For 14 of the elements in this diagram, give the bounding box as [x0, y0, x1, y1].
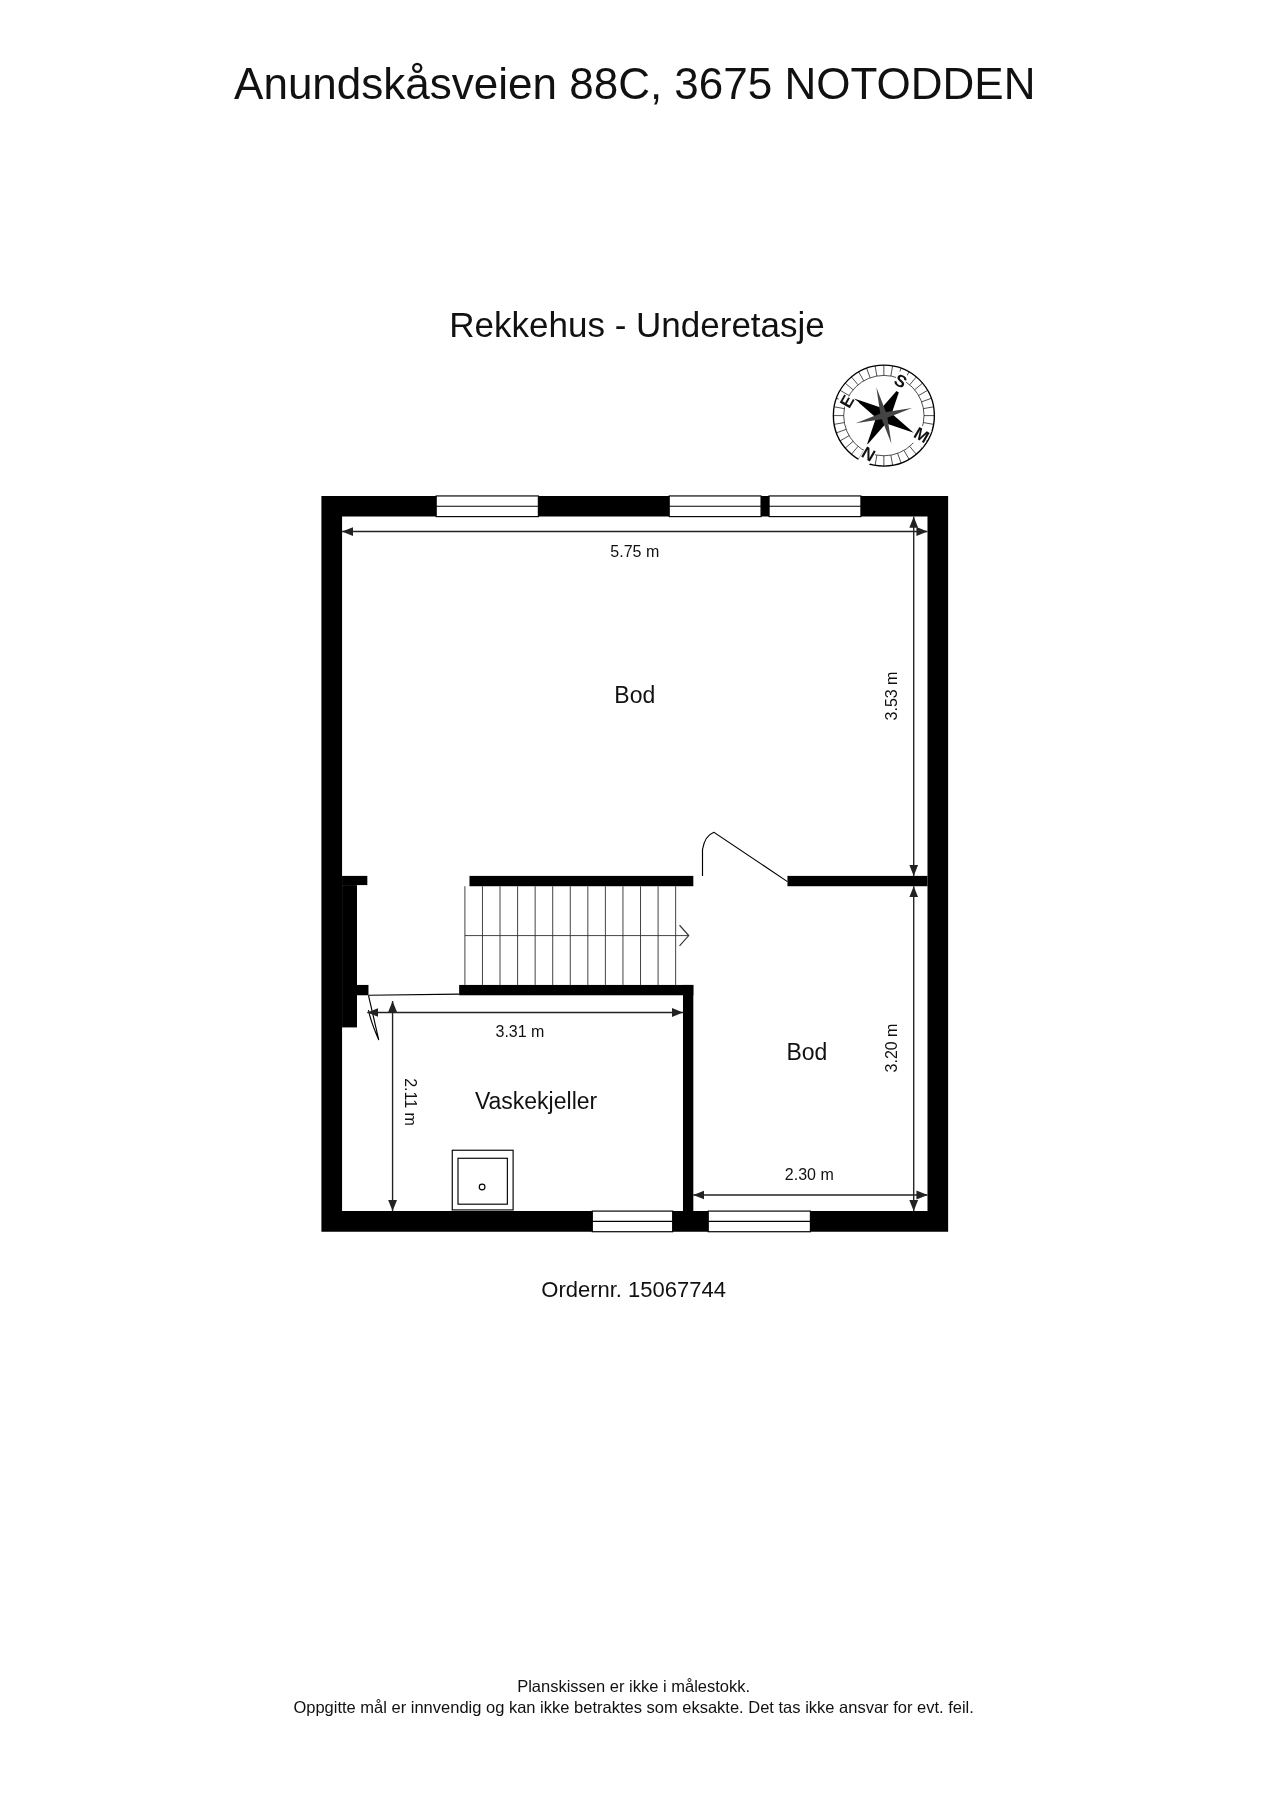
- dimension-label: 3.31 m: [495, 1023, 545, 1041]
- dimension-label: 3.53 m: [883, 671, 901, 721]
- plan-subtitle: Rekkehus - Underetasje: [449, 305, 825, 345]
- dimension-label: 5.75 m: [610, 543, 660, 561]
- room-label: Vaskekjeller: [474, 1089, 598, 1115]
- disclaimer-text: Oppgitte mål er innvendig og kan ikke betraktes som eksakte. Det tas ikke ansvar for evt. feil.: [293, 1697, 974, 1716]
- room-label: Bod: [786, 1039, 828, 1066]
- dimension-label: 3.20 m: [883, 1023, 901, 1073]
- dimension-label: 2.30 m: [784, 1166, 834, 1185]
- disclaimer-text: Planskissen er ikke i målestokk.: [517, 1677, 751, 1696]
- order-number: Ordernr. 15067744: [541, 1278, 726, 1303]
- room-label: Bod: [614, 682, 656, 709]
- dimension-label: 2.11 m: [401, 1078, 419, 1126]
- address-title: Anundskåsveien 88C, 3675 NOTODDEN: [234, 59, 1036, 108]
